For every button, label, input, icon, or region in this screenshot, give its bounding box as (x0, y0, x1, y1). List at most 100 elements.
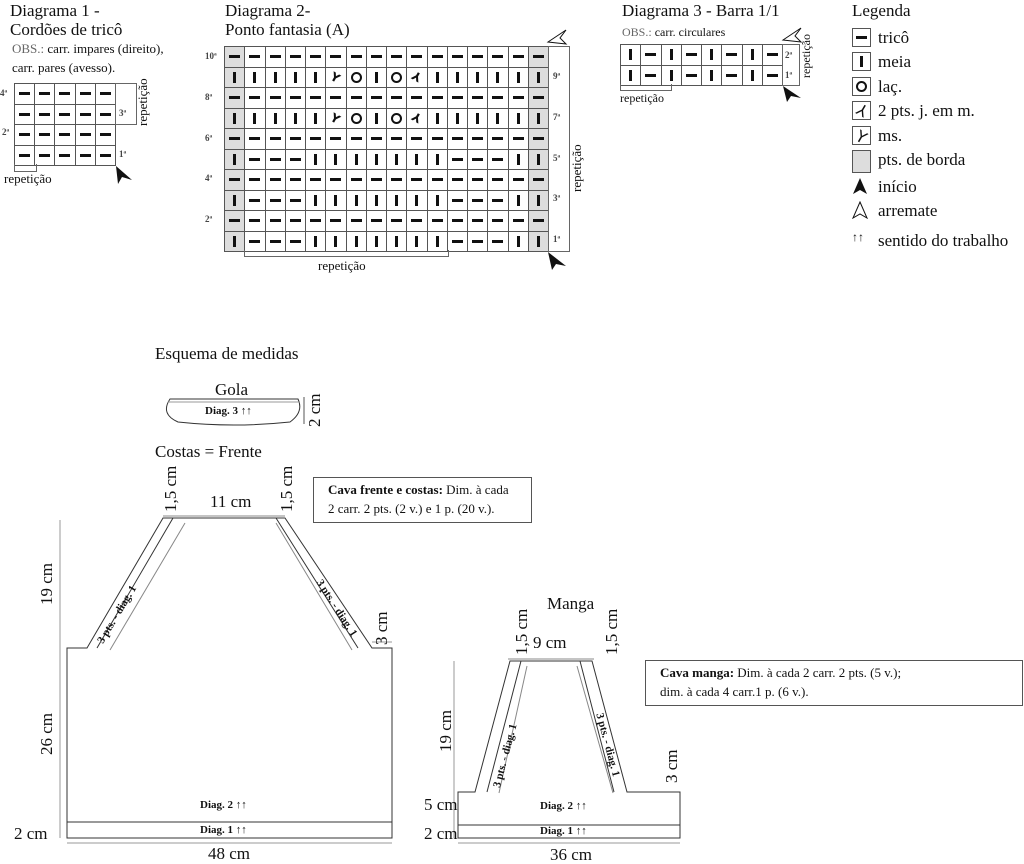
purl-dash-icon (79, 92, 91, 96)
repeat-label: repetição (318, 258, 366, 273)
stitch-cell (508, 47, 528, 67)
knit-bar-icon (354, 235, 358, 247)
purl-dash-icon (391, 137, 403, 141)
stitch-cell (407, 231, 427, 251)
purl-dash-icon (451, 219, 463, 223)
knit-bar-icon (334, 153, 338, 165)
stitch-cell (387, 149, 407, 169)
knit-bar-icon (476, 71, 480, 83)
repeat-label: repetição (4, 171, 52, 186)
work-direction-arrows-icon: ↑↑ (852, 230, 864, 244)
stitch-cell (508, 88, 528, 108)
knit-bar-icon (435, 153, 439, 165)
row-label: 3ª (553, 193, 561, 204)
purl-dash-icon (451, 239, 463, 243)
stitch-cell (488, 211, 508, 231)
knit-bar-icon (536, 71, 540, 83)
knit-bar-icon (395, 153, 399, 165)
knit-bar-icon (516, 71, 520, 83)
stitch-cell (225, 231, 245, 251)
purl-dash-icon (492, 137, 504, 141)
start-arrow-icon (548, 252, 566, 270)
stitch-cell (306, 170, 326, 190)
stitch-cell (447, 108, 467, 128)
stitch-cell (15, 125, 35, 145)
diagram3-grid (620, 44, 783, 86)
sleeve-shoulder-right: 1,5 cm (602, 608, 621, 655)
stitch-cell (387, 67, 407, 87)
stitch-cell (75, 125, 95, 145)
purl-dash-icon (229, 55, 241, 59)
purl-dash-icon (451, 96, 463, 100)
stitch-cell (387, 190, 407, 210)
stitch-cell (407, 129, 427, 149)
ssk-icon: ⅄ (328, 68, 344, 86)
purl-dash-icon (370, 96, 382, 100)
row-label: 2ª (205, 214, 213, 225)
purl-dash-icon (512, 96, 524, 100)
diagram3-title: Diagrama 3 - Barra 1/1 (622, 1, 780, 20)
sleeve-width: 36 cm (550, 845, 593, 864)
purl-dash-icon (269, 198, 281, 202)
stitch-cell (742, 65, 762, 85)
stitch-cell (35, 145, 55, 165)
purl-dash-icon (310, 137, 322, 141)
stitch-cell (225, 190, 245, 210)
diagram2-subtitle: Ponto fantasia (A) (225, 20, 350, 39)
stitch-cell (245, 67, 265, 87)
stitch-cell (508, 190, 528, 210)
purl-dash-icon (289, 137, 301, 141)
knit-bar-icon (395, 235, 399, 247)
stitch-cell (621, 45, 641, 65)
knit-bar-icon (455, 71, 459, 83)
stitch-cell (55, 125, 75, 145)
stitch-cell (326, 88, 346, 108)
stitch-cell (326, 170, 346, 190)
purl-dash-icon (532, 137, 544, 141)
yarn-over-circle-icon (391, 112, 403, 124)
stitch-cell (35, 125, 55, 145)
stitch-cell (387, 129, 407, 149)
stitch-cell (447, 170, 467, 190)
stitch-cell (427, 108, 447, 128)
purl-dash-icon (411, 137, 423, 141)
knit-bar-icon (536, 235, 540, 247)
stitch-cell (245, 190, 265, 210)
k2tog-icon: ⅄ (852, 101, 871, 121)
stitch-cell (95, 84, 115, 104)
stitch-cell (285, 211, 305, 231)
stitch-cell: ⅄ (407, 67, 427, 87)
armhole-step: 3 cm (372, 611, 391, 645)
note-bold: Cava frente e costas: (328, 482, 443, 497)
legend-label: sentido do trabalho (878, 231, 1009, 250)
stitch-cell (225, 149, 245, 169)
purl-dash-icon (391, 96, 403, 100)
stitch-cell (508, 170, 528, 190)
stitch-cell (427, 149, 447, 169)
stitch-cell (447, 129, 467, 149)
stitch-cell (407, 149, 427, 169)
stitch-cell (265, 190, 285, 210)
border-stitch-swatch (852, 150, 871, 173)
purl-dash-icon (411, 178, 423, 182)
yarn-over-circle-icon (350, 71, 362, 83)
knit-bar-icon (354, 153, 358, 165)
stitch-cell (661, 65, 681, 85)
knit-bar-icon (374, 194, 378, 206)
stitch-cell (488, 190, 508, 210)
knit-bar-icon (669, 69, 673, 81)
legend-label: tricô (878, 28, 910, 47)
row-label: 1ª (119, 149, 127, 159)
purl-dash-icon (289, 55, 301, 59)
purl-dash-icon (411, 96, 423, 100)
diagram1-grid (14, 83, 116, 166)
stitch-cell (528, 231, 548, 251)
stitch-cell (508, 211, 528, 231)
sleeve-shoulder-left: 1,5 cm (512, 608, 531, 655)
stitch-cell (346, 170, 366, 190)
knit-bar-icon (233, 153, 237, 165)
stitch-cell (407, 190, 427, 210)
stitch-cell (468, 149, 488, 169)
legend-label: pts. de borda (878, 150, 966, 169)
stitch-cell (366, 67, 386, 87)
